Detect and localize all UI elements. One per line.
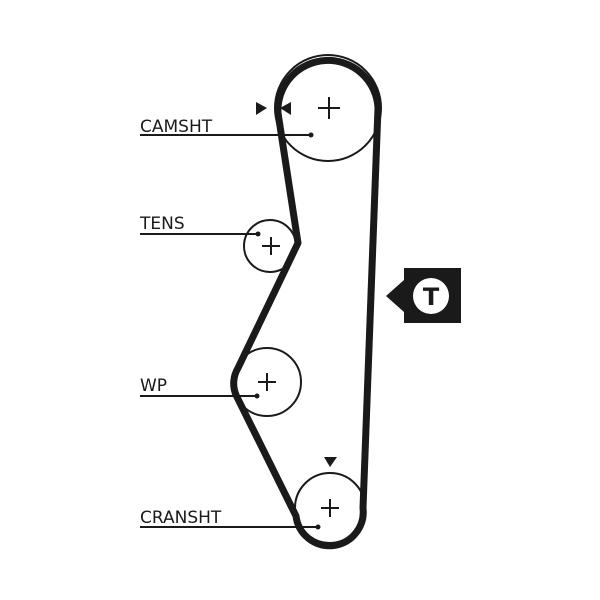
tension-badge-label: T bbox=[423, 283, 440, 311]
water-pump-leader-dot bbox=[254, 393, 260, 399]
timing-belt bbox=[230, 56, 382, 550]
camshaft-timing-mark bbox=[256, 102, 291, 115]
crankshaft-timing-mark bbox=[324, 457, 337, 467]
tensioner-center-mark bbox=[262, 237, 280, 255]
crankshaft-center-mark bbox=[321, 499, 339, 517]
water-pump-center-mark bbox=[258, 373, 276, 391]
tensioner-label: TENS bbox=[139, 214, 185, 234]
camshaft-leader-dot bbox=[308, 132, 314, 138]
water-pump-label: WP bbox=[140, 376, 167, 396]
camshaft-label: CAMSHT bbox=[140, 117, 213, 137]
tensioner-leader-dot bbox=[255, 231, 261, 237]
tension-check-badge: T bbox=[386, 268, 461, 323]
tension-badge-circle bbox=[413, 278, 449, 314]
crankshaft-leader-dot bbox=[315, 524, 321, 530]
crankshaft-label: CRANSHT bbox=[140, 508, 222, 528]
camshaft-center-mark bbox=[318, 97, 340, 119]
tension-pointer bbox=[386, 280, 404, 312]
